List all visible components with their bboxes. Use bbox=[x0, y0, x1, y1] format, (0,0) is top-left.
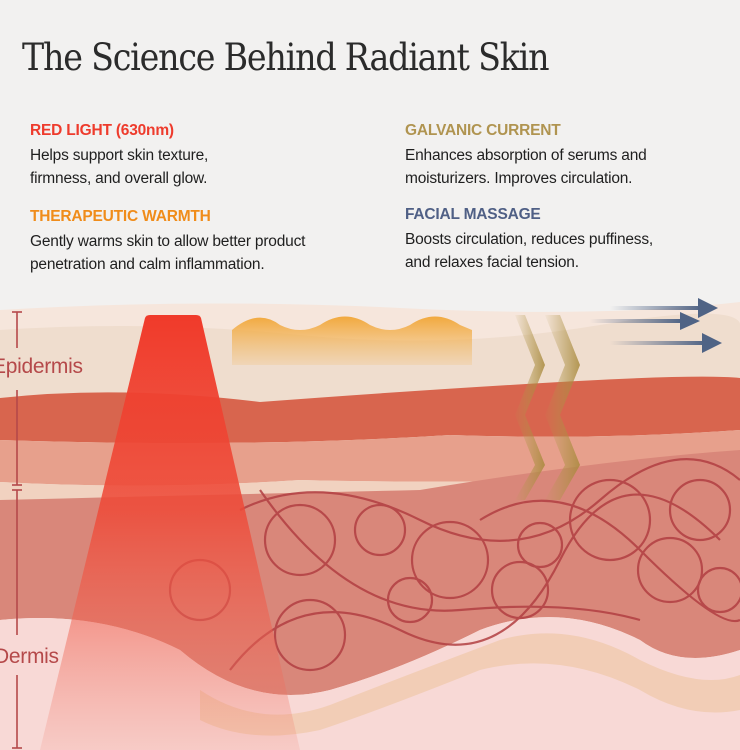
red-light-beam bbox=[40, 315, 300, 750]
feature-heading: RED LIGHT (630nm) bbox=[30, 122, 174, 139]
massage-arrows-icon bbox=[590, 298, 722, 353]
page-title: The Science Behind Radiant Skin bbox=[22, 36, 550, 79]
feature-body-line: moisturizers. Improves circulation. bbox=[405, 170, 633, 187]
feature-galvanic-current: GALVANIC CURRENT Enhances absorption of … bbox=[405, 122, 740, 190]
galvanic-current-chevrons bbox=[515, 315, 580, 500]
feature-body-line: Enhances absorption of serums and bbox=[405, 147, 647, 164]
feature-body-line: Helps support skin texture, bbox=[30, 147, 209, 164]
dermis-label: Dermis bbox=[0, 645, 59, 668]
feature-red-light: RED LIGHT (630nm) Helps support skin tex… bbox=[30, 122, 370, 190]
epidermis-label: Epidermis bbox=[0, 355, 83, 378]
feature-body-line: penetration and calm inflammation. bbox=[30, 256, 265, 273]
feature-body-line: and relaxes facial tension. bbox=[405, 254, 579, 271]
feature-body-line: Gently warms skin to allow better produc… bbox=[30, 233, 306, 250]
feature-body-line: firmness, and overall glow. bbox=[30, 170, 208, 187]
feature-heading: GALVANIC CURRENT bbox=[405, 122, 561, 139]
feature-heading: FACIAL MASSAGE bbox=[405, 206, 541, 223]
warmth-wave-icon bbox=[232, 316, 472, 365]
feature-facial-massage: FACIAL MASSAGE Boosts circulation, reduc… bbox=[405, 206, 740, 274]
feature-body-line: Boosts circulation, reduces puffiness, bbox=[405, 231, 653, 248]
feature-therapeutic-warmth: THERAPEUTIC WARMTH Gently warms skin to … bbox=[30, 208, 370, 276]
feature-heading: THERAPEUTIC WARMTH bbox=[30, 208, 211, 225]
layer-scale-bars bbox=[12, 311, 22, 749]
collagen-fibers bbox=[168, 458, 740, 672]
skin-cross-section-illustration bbox=[0, 298, 740, 750]
